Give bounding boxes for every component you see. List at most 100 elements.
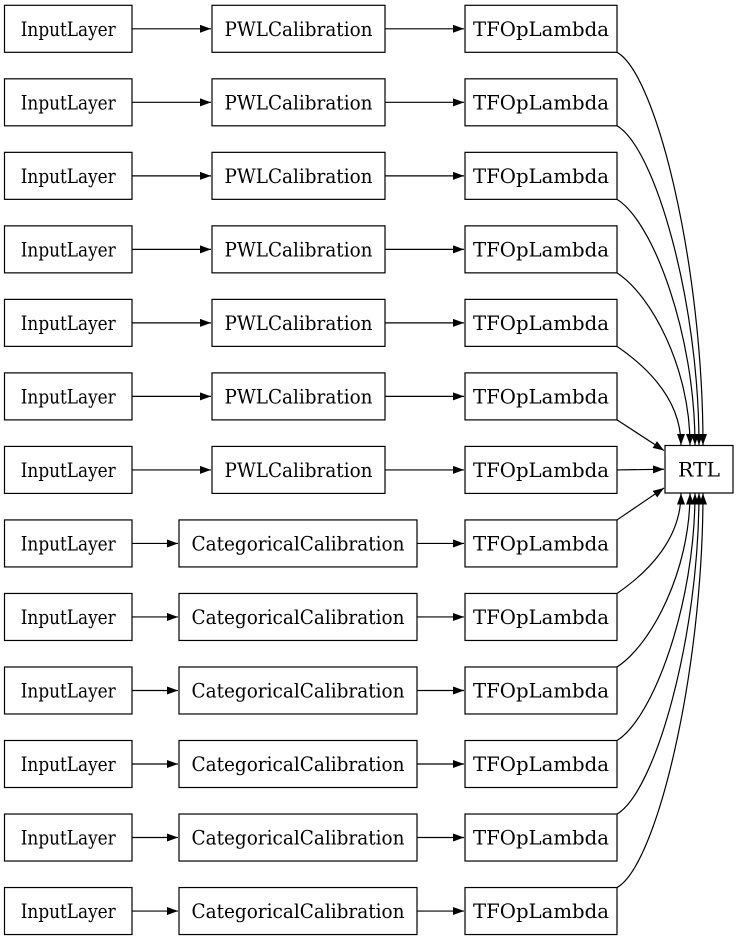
edge-lambda-rtl-2 xyxy=(616,198,699,446)
node-tfoplambda-6: TFOpLambda xyxy=(464,445,618,495)
node-input-layer-9-box xyxy=(3,666,133,715)
node-input-layer-8-box xyxy=(3,592,133,642)
node-input-layer-10: InputLayer xyxy=(3,739,133,789)
node-input-layer-12-label: InputLayer xyxy=(21,899,116,923)
node-tfoplambda-1-box xyxy=(464,78,618,127)
node-input-layer-5: InputLayer xyxy=(3,372,133,421)
node-calibration-2-box xyxy=(211,151,386,200)
node-tfoplambda-2: TFOpLambda xyxy=(464,151,618,200)
edge-lambda-rtl-4 xyxy=(616,345,685,446)
node-input-layer-11-label: InputLayer xyxy=(21,826,116,850)
node-tfoplambda-9-box xyxy=(464,666,618,715)
node-input-layer-5-label: InputLayer xyxy=(21,385,116,409)
edge-lambda-rtl-5 xyxy=(616,419,665,452)
node-tfoplambda-2-label: TFOpLambda xyxy=(473,164,609,188)
node-calibration-11-label: CategoricalCalibration xyxy=(192,826,405,850)
node-calibration-6-label: PWLCalibration xyxy=(225,458,373,482)
node-calibration-0-label: PWLCalibration xyxy=(225,17,373,41)
edge-lambda-rtl-0 xyxy=(616,51,707,446)
node-calibration-6-box xyxy=(211,445,386,495)
node-tfoplambda-11-label: TFOpLambda xyxy=(473,826,609,850)
edge-lambda-rtl-8 xyxy=(616,493,685,594)
edge-lambda-rtl-12 xyxy=(616,493,707,889)
node-tfoplambda-8-label: TFOpLambda xyxy=(473,605,609,629)
node-input-layer-4: InputLayer xyxy=(3,298,133,347)
node-input-layer-6: InputLayer xyxy=(3,445,133,495)
node-tfoplambda-2-box xyxy=(464,151,618,200)
node-calibration-10-label: CategoricalCalibration xyxy=(192,752,405,776)
node-input-layer-2: InputLayer xyxy=(3,151,133,200)
node-input-layer-9-label: InputLayer xyxy=(21,679,116,703)
node-calibration-12-box xyxy=(178,886,418,936)
node-input-layer-6-box xyxy=(3,445,133,495)
node-calibration-4-label: PWLCalibration xyxy=(225,311,373,335)
edge-lambda-rtl-3 xyxy=(616,272,694,446)
node-calibration-1: PWLCalibration xyxy=(211,78,386,127)
node-calibration-0: PWLCalibration xyxy=(211,4,386,53)
node-input-layer-7: InputLayer xyxy=(3,519,133,568)
node-calibration-3-label: PWLCalibration xyxy=(225,238,373,262)
node-calibration-1-box xyxy=(211,78,386,127)
edges-layer xyxy=(132,24,707,916)
node-input-layer-1: InputLayer xyxy=(3,78,133,127)
node-input-layer-0-label: InputLayer xyxy=(21,17,116,41)
node-tfoplambda-1-label: TFOpLambda xyxy=(473,91,609,115)
node-tfoplambda-7-box xyxy=(464,519,618,568)
node-tfoplambda-3: TFOpLambda xyxy=(464,225,618,274)
node-input-layer-1-label: InputLayer xyxy=(21,91,116,115)
node-calibration-9: CategoricalCalibration xyxy=(178,666,418,715)
node-input-layer-0: InputLayer xyxy=(3,4,133,53)
node-tfoplambda-3-box xyxy=(464,225,618,274)
node-tfoplambda-7-label: TFOpLambda xyxy=(473,532,609,556)
node-calibration-8-box xyxy=(178,592,418,642)
node-calibration-10: CategoricalCalibration xyxy=(178,739,418,789)
node-input-layer-2-label: InputLayer xyxy=(21,164,116,188)
node-input-layer-12: InputLayer xyxy=(3,886,133,936)
edge-lambda-rtl-7 xyxy=(616,487,665,521)
node-rtl-box xyxy=(664,444,734,494)
node-calibration-7-label: CategoricalCalibration xyxy=(192,532,405,556)
node-calibration-5: PWLCalibration xyxy=(211,372,386,421)
node-calibration-4: PWLCalibration xyxy=(211,298,386,347)
node-calibration-2-label: PWLCalibration xyxy=(225,164,373,188)
node-input-layer-4-box xyxy=(3,298,133,347)
node-tfoplambda-12-label: TFOpLambda xyxy=(473,899,609,923)
node-input-layer-9: InputLayer xyxy=(3,666,133,715)
node-input-layer-8-label: InputLayer xyxy=(21,605,116,629)
node-tfoplambda-5: TFOpLambda xyxy=(464,372,618,421)
node-tfoplambda-11: TFOpLambda xyxy=(464,813,618,862)
node-calibration-3: PWLCalibration xyxy=(211,225,386,274)
node-calibration-5-box xyxy=(211,372,386,421)
node-calibration-9-box xyxy=(178,666,418,715)
node-input-layer-3-label: InputLayer xyxy=(21,238,116,262)
node-calibration-0-box xyxy=(211,4,386,53)
node-tfoplambda-0-label: TFOpLambda xyxy=(473,17,609,41)
node-calibration-4-box xyxy=(211,298,386,347)
node-tfoplambda-4-box xyxy=(464,298,618,347)
node-calibration-11-box xyxy=(178,813,418,862)
node-tfoplambda-12: TFOpLambda xyxy=(464,886,618,936)
node-calibration-5-label: PWLCalibration xyxy=(225,385,373,409)
node-input-layer-2-box xyxy=(3,151,133,200)
node-tfoplambda-8-box xyxy=(464,592,618,642)
node-calibration-12: CategoricalCalibration xyxy=(178,886,418,936)
node-tfoplambda-0-box xyxy=(464,4,618,53)
node-input-layer-1-box xyxy=(3,78,133,127)
edge-lambda-rtl-1 xyxy=(616,125,703,446)
node-input-layer-11-box xyxy=(3,813,133,862)
node-input-layer-6-label: InputLayer xyxy=(21,458,116,482)
node-tfoplambda-5-label: TFOpLambda xyxy=(473,385,609,409)
node-input-layer-0-box xyxy=(3,4,133,53)
node-tfoplambda-3-label: TFOpLambda xyxy=(473,238,609,262)
node-tfoplambda-7: TFOpLambda xyxy=(464,519,618,568)
edge-lambda-rtl-6 xyxy=(616,465,665,474)
node-tfoplambda-6-label: TFOpLambda xyxy=(473,458,609,482)
node-calibration-10-box xyxy=(178,739,418,789)
node-tfoplambda-10-box xyxy=(464,739,618,789)
node-tfoplambda-1: TFOpLambda xyxy=(464,78,618,127)
node-tfoplambda-0: TFOpLambda xyxy=(464,4,618,53)
node-tfoplambda-12-box xyxy=(464,886,618,936)
